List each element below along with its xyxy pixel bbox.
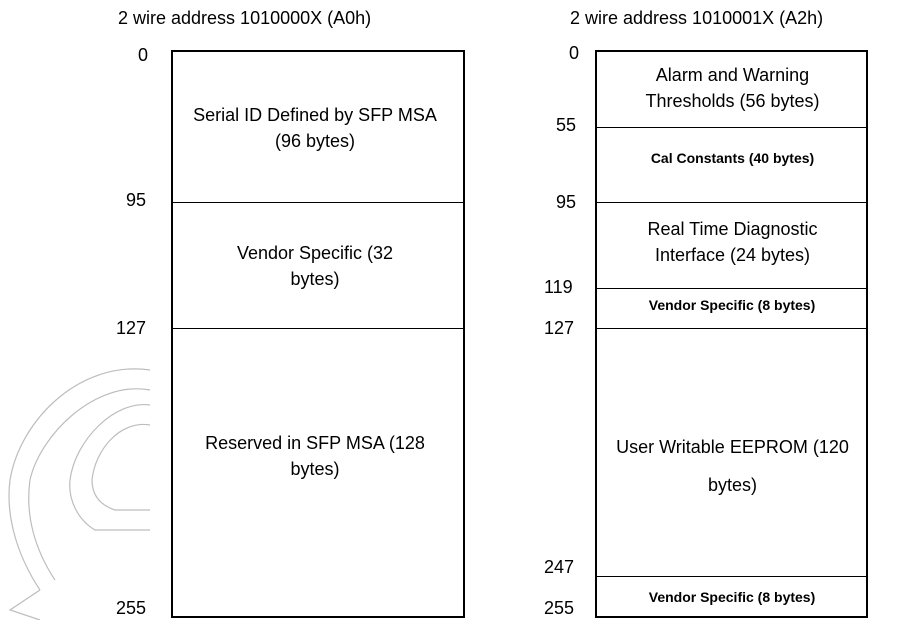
right-section-vendor-specific-2: Vendor Specific (8 bytes) [648,589,816,605]
left-title: 2 wire address 1010000X (A0h) [118,8,372,28]
right-divider-127 [595,328,868,329]
right-divider-119 [595,288,868,289]
left-section-serial-id: Serial ID Defined by SFP MSA (96 bytes) [193,105,437,151]
right-section-diagnostic-interface: Real Time Diagnostic Interface (24 bytes… [647,219,818,265]
right-address-0: 0 [569,43,580,63]
right-address-255: 255 [544,598,575,618]
right-divider-247 [595,576,868,577]
right-title: 2 wire address 1010001X (A2h) [570,8,824,28]
right-address-55: 55 [556,115,577,135]
right-memory-box [595,50,868,618]
left-address-127: 127 [116,318,147,338]
logo-watermark-icon [8,368,151,620]
right-section-cal-constants: Cal Constants (40 bytes) [650,150,815,166]
left-memory-box [171,50,465,618]
left-section-reserved: Reserved in SFP MSA (128 bytes) [205,433,425,479]
left-address-255: 255 [116,598,147,618]
left-divider-127 [171,328,465,329]
right-divider-55 [595,127,868,128]
right-address-247: 247 [544,557,575,577]
left-address-95: 95 [126,190,147,210]
left-address-0: 0 [138,45,149,65]
right-address-127: 127 [544,318,575,338]
left-section-vendor-specific: Vendor Specific (32 bytes) [236,243,394,289]
right-section-thresholds: Alarm and Warning Thresholds (56 bytes) [645,65,820,111]
right-divider-95 [595,202,868,203]
right-section-vendor-specific-1: Vendor Specific (8 bytes) [648,297,816,313]
right-address-95: 95 [556,192,577,212]
right-address-119: 119 [544,277,573,297]
right-section-user-eeprom: User Writable EEPROM (120 bytes) [616,437,849,495]
left-divider-95 [171,202,465,203]
